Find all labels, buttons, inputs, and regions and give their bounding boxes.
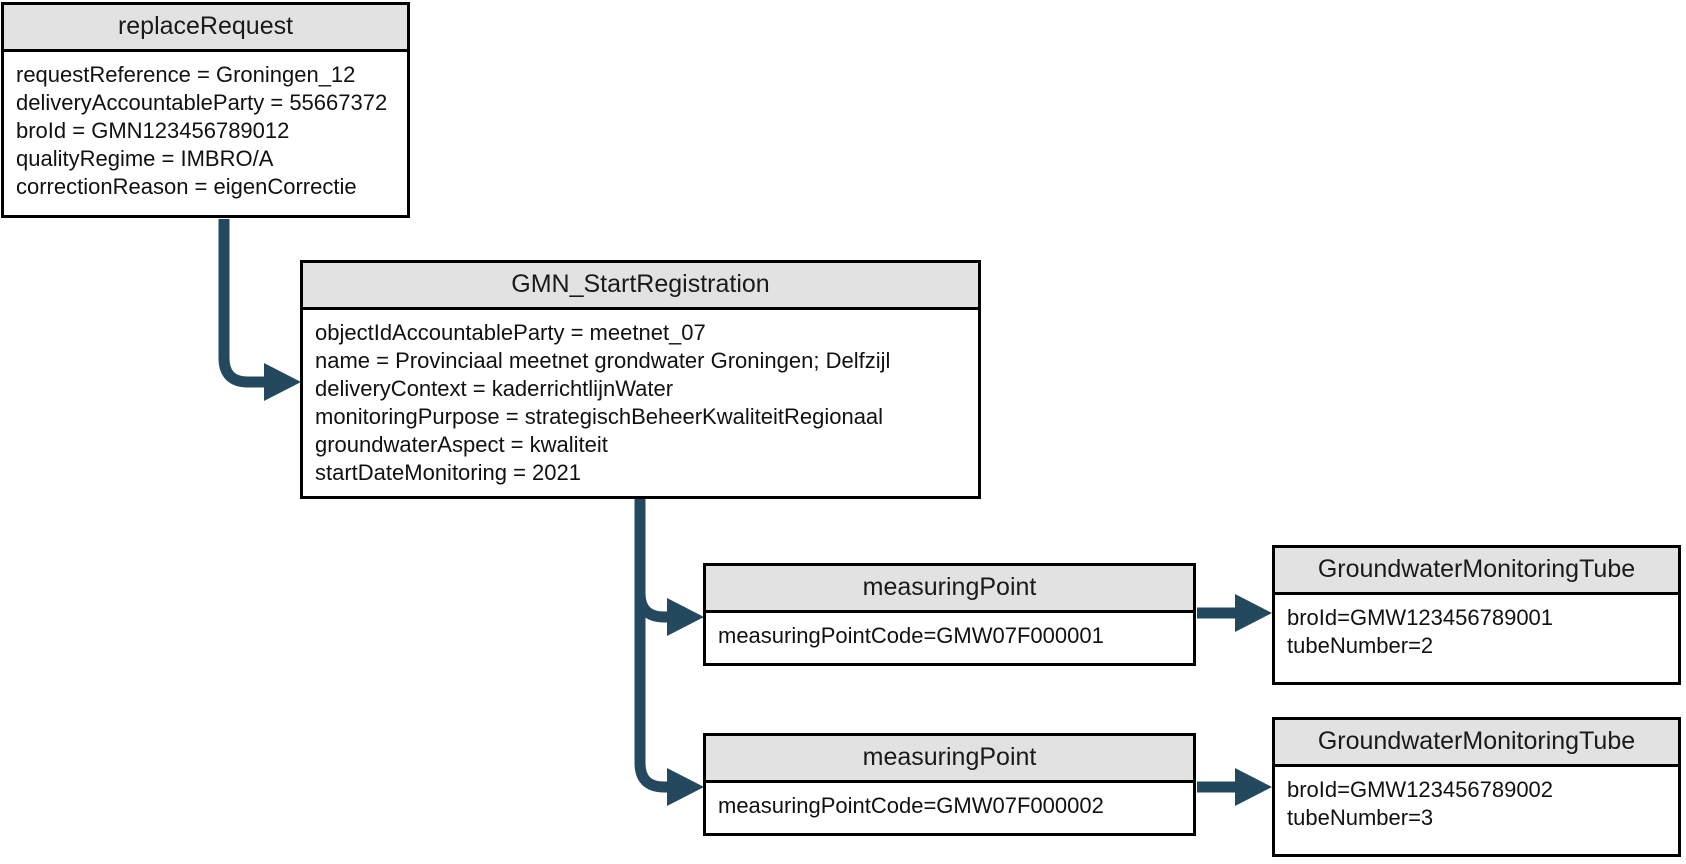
attribute-line: requestReference = Groningen_12 <box>16 62 356 87</box>
attribute-line: tubeNumber=2 <box>1287 633 1434 658</box>
attribute-line: startDateMonitoring = 2021 <box>315 460 581 485</box>
connector-gmn-to-mp1 <box>634 592 669 623</box>
node-title: measuringPoint <box>706 566 1193 613</box>
node-groundwater-monitoring-tube-2: GroundwaterMonitoringTube broId=GMW12345… <box>1272 717 1681 857</box>
node-title: replaceRequest <box>4 5 407 52</box>
connector-replace-to-gmn <box>218 219 266 388</box>
arrowhead-icon <box>1235 768 1272 806</box>
connector-gmn-trunk <box>634 499 669 793</box>
arrowhead-icon <box>667 768 704 806</box>
node-groundwater-monitoring-tube-1: GroundwaterMonitoringTube broId=GMW12345… <box>1272 545 1681 685</box>
arrowhead-icon <box>1235 594 1272 632</box>
node-title: GroundwaterMonitoringTube <box>1275 720 1678 767</box>
node-body: objectIdAccountableParty = meetnet_07 na… <box>303 310 978 496</box>
node-measuring-point-2: measuringPoint measuringPointCode=GMW07F… <box>703 733 1196 836</box>
attribute-line: measuringPointCode=GMW07F000001 <box>718 623 1104 648</box>
attribute-line: objectIdAccountableParty = meetnet_07 <box>315 320 706 345</box>
attribute-line: deliveryAccountableParty = 55667372 <box>16 90 388 115</box>
attribute-line: correctionReason = eigenCorrectie <box>16 174 357 199</box>
attribute-line: monitoringPurpose = strategischBeheerKwa… <box>315 404 884 429</box>
node-body: broId=GMW123456789002 tubeNumber=3 <box>1275 767 1678 854</box>
attribute-line: tubeNumber=3 <box>1287 805 1434 830</box>
attribute-line: groundwaterAspect = kwaliteit <box>315 432 608 457</box>
node-body: requestReference = Groningen_12 delivery… <box>4 52 407 215</box>
attribute-line: name = Provinciaal meetnet grondwater Gr… <box>315 348 891 373</box>
attribute-line: broId = GMN123456789012 <box>16 118 290 143</box>
attribute-line: broId=GMW123456789002 <box>1287 777 1554 802</box>
node-body: measuringPointCode=GMW07F000001 <box>706 613 1193 663</box>
attribute-line: measuringPointCode=GMW07F000002 <box>718 793 1104 818</box>
arrowhead-icon <box>667 598 704 636</box>
node-replace-request: replaceRequest requestReference = Gronin… <box>1 2 410 218</box>
attribute-line: deliveryContext = kaderrichtlijnWater <box>315 376 674 401</box>
node-body: measuringPointCode=GMW07F000002 <box>706 783 1193 833</box>
node-title: GroundwaterMonitoringTube <box>1275 548 1678 595</box>
node-gmn-start-registration: GMN_StartRegistration objectIdAccountabl… <box>300 260 981 499</box>
arrowhead-icon <box>264 363 301 401</box>
node-measuring-point-1: measuringPoint measuringPointCode=GMW07F… <box>703 563 1196 666</box>
node-title: GMN_StartRegistration <box>303 263 978 310</box>
attribute-line: broId=GMW123456789001 <box>1287 605 1554 630</box>
node-title: measuringPoint <box>706 736 1193 783</box>
attribute-line: qualityRegime = IMBRO/A <box>16 146 274 171</box>
node-body: broId=GMW123456789001 tubeNumber=2 <box>1275 595 1678 682</box>
